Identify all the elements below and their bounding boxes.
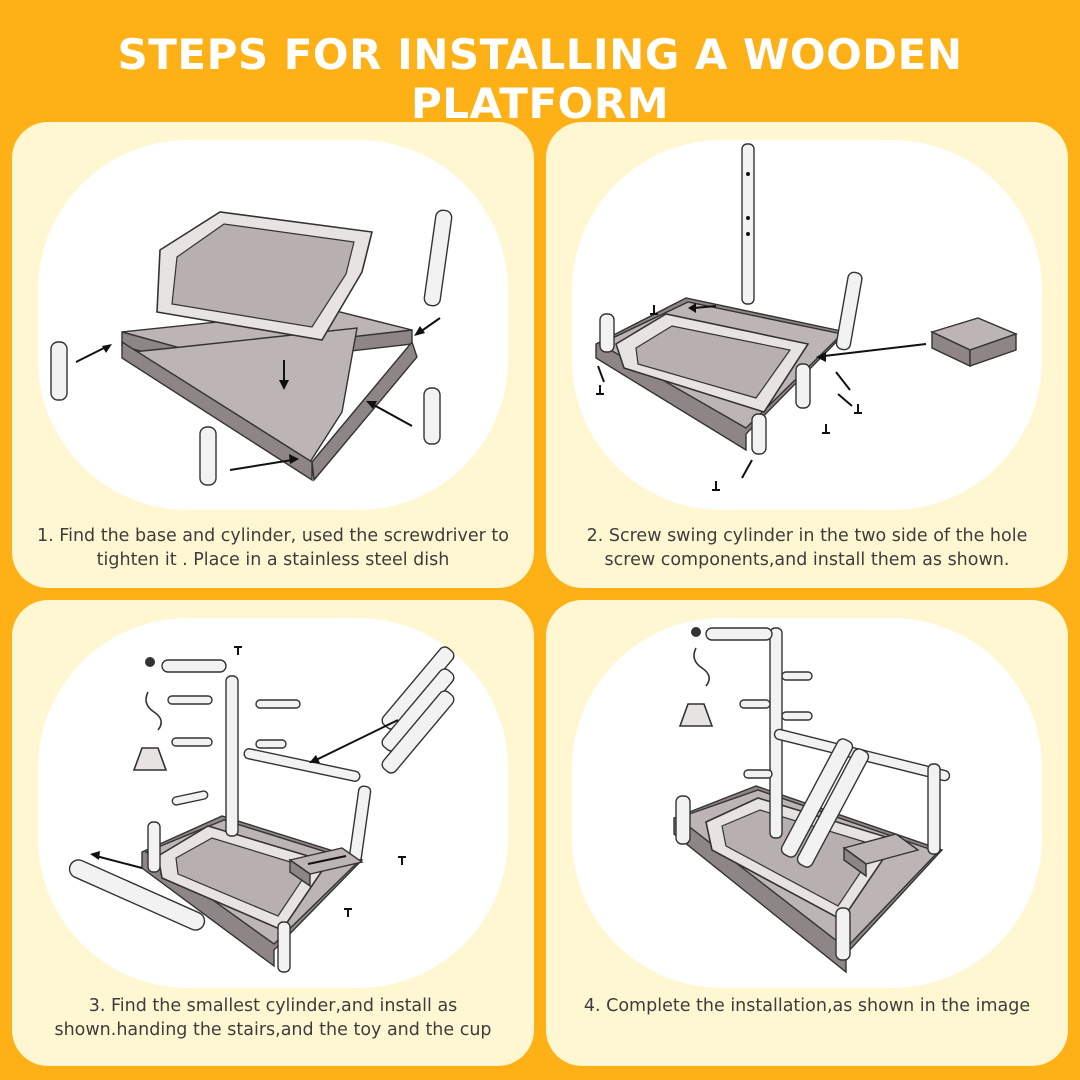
step-2-illustration [595, 143, 1018, 491]
page-title: STEPS FOR INSTALLING A WOODEN PLATFORM [117, 30, 963, 128]
step-1-card: 1. Find the base and cylinder, used the … [12, 122, 534, 588]
step-3-card: 3. Find the smallest cylinder,and instal… [12, 600, 534, 1066]
step-4-caption: 4. Complete the installation,as shown in… [560, 994, 1054, 1018]
step-1-caption: 1. Find the base and cylinder, used the … [26, 524, 520, 572]
caption-line: 2. Screw swing cylinder in the two side … [586, 526, 1028, 546]
step-1-illustration [50, 209, 453, 486]
step-4-card: 4. Complete the installation,as shown in… [546, 600, 1068, 1066]
step-3-caption: 3. Find the smallest cylinder,and instal… [26, 994, 520, 1042]
caption-line: 1. Find the base and cylinder, used the … [37, 526, 509, 546]
caption-line: shown.handing the stairs,and the toy and… [54, 1020, 492, 1040]
caption-line: tighten it . Place in a stainless steel … [96, 550, 450, 570]
step-3-illustration [68, 646, 455, 973]
step-2-card: 2. Screw swing cylinder in the two side … [546, 122, 1068, 588]
step-4-illustration [673, 627, 951, 974]
step-2-caption: 2. Screw swing cylinder in the two side … [560, 524, 1054, 572]
caption-line: 4. Complete the installation,as shown in… [583, 996, 1031, 1016]
caption-line: screw components,and install them as sho… [604, 550, 1010, 570]
caption-line: 3. Find the smallest cylinder,and instal… [88, 996, 458, 1016]
